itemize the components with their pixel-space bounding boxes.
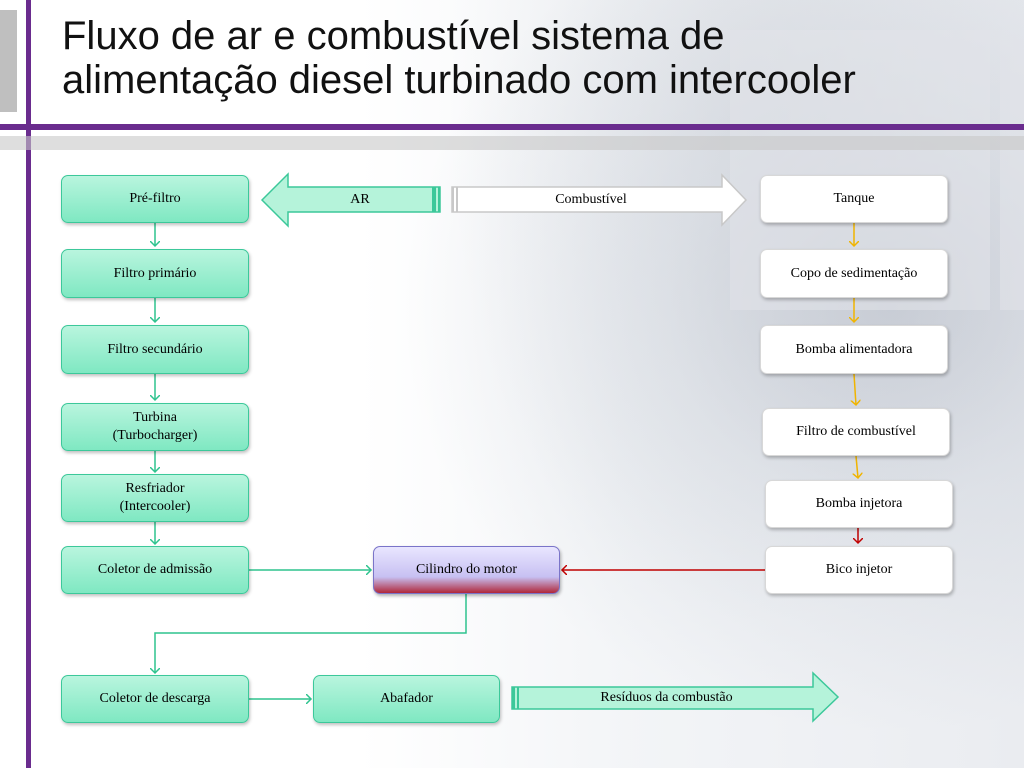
air-node-intercooler: Resfriador (Intercooler) bbox=[61, 474, 249, 522]
fuel-node-injector-nozzle: Bico injetor bbox=[765, 546, 953, 594]
air-node-secondary-filter: Filtro secundário bbox=[61, 325, 249, 374]
air-connectors bbox=[155, 223, 467, 699]
air-arrow-shape bbox=[260, 172, 441, 228]
engine-cylinder-node: Cilindro do motor bbox=[373, 546, 560, 594]
fuel-node-injection-pump: Bomba injetora bbox=[765, 480, 953, 528]
air-node-primary-filter: Filtro primário bbox=[61, 249, 249, 298]
residue-arrow-label: Resíduos da combustão bbox=[600, 690, 733, 705]
air-node-intake-manifold: Coletor de admissão bbox=[61, 546, 249, 594]
fuel-node-sediment-bowl: Copo de sedimentação bbox=[760, 249, 948, 298]
fuel-connectors bbox=[854, 223, 858, 478]
title-line-2: alimentação diesel turbinado com interco… bbox=[62, 58, 856, 102]
fuel-node-fuel-filter: Filtro de combustível bbox=[762, 408, 950, 456]
exhaust-node-manifold: Coletor de descarga bbox=[61, 675, 249, 723]
fuel-arrow-label: Combustível bbox=[555, 191, 627, 207]
background-grid-panel bbox=[1000, 30, 1024, 310]
air-arrow-label: AR bbox=[350, 191, 370, 207]
fuel-arrow-shape bbox=[451, 173, 748, 227]
exhaust-node-muffler: Abafador bbox=[313, 675, 500, 723]
fuel-node-feed-pump: Bomba alimentadora bbox=[760, 325, 948, 374]
residue-arrow-shape bbox=[511, 671, 840, 723]
left-purple-rule bbox=[26, 0, 31, 768]
injection-connectors bbox=[562, 528, 858, 570]
title-underline bbox=[0, 124, 1024, 130]
left-gray-accent bbox=[0, 10, 17, 112]
air-node-turbocharger: Turbina (Turbocharger) bbox=[61, 403, 249, 451]
fuel-node-tank: Tanque bbox=[760, 175, 948, 223]
header-gray-band bbox=[0, 136, 1024, 150]
title-line-1: Fluxo de ar e combustível sistema de bbox=[62, 14, 725, 58]
air-node-pre-filter: Pré-filtro bbox=[61, 175, 249, 223]
